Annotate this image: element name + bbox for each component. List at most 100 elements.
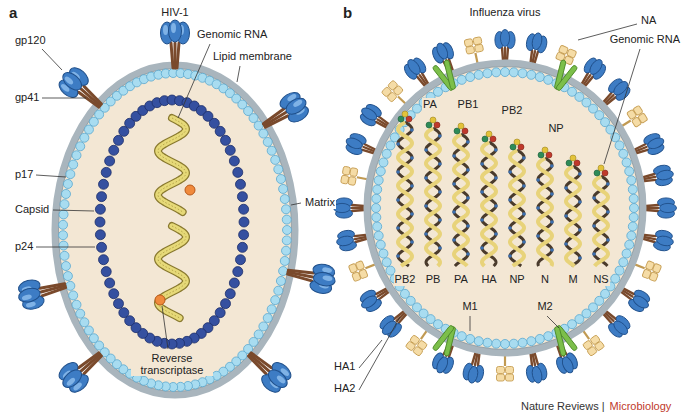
np-protein xyxy=(522,212,526,216)
capsid-protein xyxy=(215,126,225,136)
polymerase-subunit xyxy=(482,136,488,142)
m1-matrix-protein xyxy=(518,338,527,347)
capsid-protein xyxy=(95,204,105,214)
polymerase-label: PA xyxy=(422,98,438,111)
leader-line xyxy=(547,316,559,328)
rnp-strand xyxy=(510,150,524,266)
na-subunit xyxy=(497,367,505,374)
polymerase-subunit xyxy=(462,128,468,134)
polymerase-subunit xyxy=(406,116,412,122)
capsid-protein xyxy=(95,217,105,227)
matrix-protein xyxy=(254,121,263,130)
ha1-lobe xyxy=(660,203,677,212)
m1-matrix-protein xyxy=(628,185,637,194)
np-protein xyxy=(592,224,596,228)
polymerase-label: PB1 xyxy=(457,98,480,111)
m1-matrix-protein xyxy=(466,334,475,343)
na-subunit xyxy=(393,85,404,96)
np-protein xyxy=(410,240,414,244)
segment-label: PA xyxy=(453,273,469,286)
ha1-lobe xyxy=(435,355,450,374)
matrix-protein xyxy=(282,215,291,224)
capsid-protein xyxy=(109,289,119,299)
matrix-protein xyxy=(282,236,291,245)
ha1-lobe xyxy=(560,355,575,374)
matrix-protein xyxy=(72,300,81,309)
leader-line xyxy=(53,210,94,211)
ha1-lobe xyxy=(405,57,422,76)
m1-matrix-protein xyxy=(492,339,501,348)
rnp-strand xyxy=(566,166,580,266)
capsid-protein xyxy=(101,267,111,277)
np-protein xyxy=(564,242,568,246)
segment-label: HA xyxy=(480,273,497,286)
na-subunit xyxy=(348,176,356,185)
polymerase-subunit xyxy=(454,128,460,134)
rnp-strand xyxy=(398,122,412,266)
np-protein xyxy=(466,252,470,256)
capsid-protein xyxy=(99,255,109,265)
m1-matrix-protein xyxy=(474,337,483,346)
m1-matrix-protein xyxy=(615,141,624,150)
np-protein xyxy=(480,246,484,250)
m1-matrix-protein xyxy=(535,334,544,343)
part-label: M2 xyxy=(536,300,553,313)
capsid-protein xyxy=(233,267,243,277)
segment-label: PB xyxy=(425,273,442,286)
polymerase-subunit xyxy=(574,160,580,166)
np-protein xyxy=(550,220,554,224)
rnp-strand xyxy=(594,176,608,266)
np-protein xyxy=(522,240,526,244)
m1-matrix-protein xyxy=(629,194,638,203)
ha1-lobe xyxy=(360,294,379,311)
rnp-strand xyxy=(454,134,468,266)
lipid-membrane xyxy=(55,65,295,395)
leader-line xyxy=(42,98,86,99)
polymerase-label: NP xyxy=(547,122,564,135)
m2-helix xyxy=(554,326,566,356)
m1-matrix-protein xyxy=(372,194,381,203)
segment-label: NP xyxy=(508,273,525,286)
m1-matrix-protein xyxy=(630,204,639,213)
capsid-protein xyxy=(237,192,247,202)
np-protein xyxy=(466,168,470,172)
m1-matrix-protein xyxy=(619,258,628,267)
capsid-protein xyxy=(229,156,239,166)
np-protein xyxy=(592,196,596,200)
np-protein xyxy=(438,190,442,194)
capsid-protein xyxy=(113,135,123,145)
polymerase-subunit xyxy=(518,144,524,150)
np-protein xyxy=(494,148,498,152)
np-protein xyxy=(438,134,442,138)
leader-line xyxy=(42,49,62,70)
rnp-strand xyxy=(566,166,580,266)
matrix-protein xyxy=(263,314,272,323)
np-protein xyxy=(522,184,526,188)
capsid-protein xyxy=(95,230,105,240)
np-protein xyxy=(466,224,470,228)
na-subunit xyxy=(410,335,421,345)
capsid-protein xyxy=(101,167,111,177)
part-label: Lipid membrane xyxy=(212,50,293,63)
np-protein xyxy=(396,254,400,258)
lobe-highlight xyxy=(171,23,176,33)
ha1-lobe xyxy=(336,235,354,247)
polymerase-subunit xyxy=(566,160,572,166)
matrix-protein xyxy=(69,160,78,169)
gp120-lobe xyxy=(283,95,309,118)
np-protein xyxy=(536,178,540,182)
m1-matrix-protein xyxy=(376,167,385,176)
capsid-protein xyxy=(225,289,235,299)
gp41-stem xyxy=(247,356,267,374)
polymerase-subunit xyxy=(486,131,492,137)
m1-matrix-protein xyxy=(376,240,385,249)
np-protein xyxy=(508,254,512,258)
segment-label: M xyxy=(567,273,578,286)
capsid-protein xyxy=(113,299,123,309)
matrix-protein xyxy=(59,241,68,250)
na-subunit xyxy=(466,46,475,54)
capsid-protein xyxy=(221,299,231,309)
matrix-protein xyxy=(259,129,268,138)
segment-label: N xyxy=(540,273,550,286)
